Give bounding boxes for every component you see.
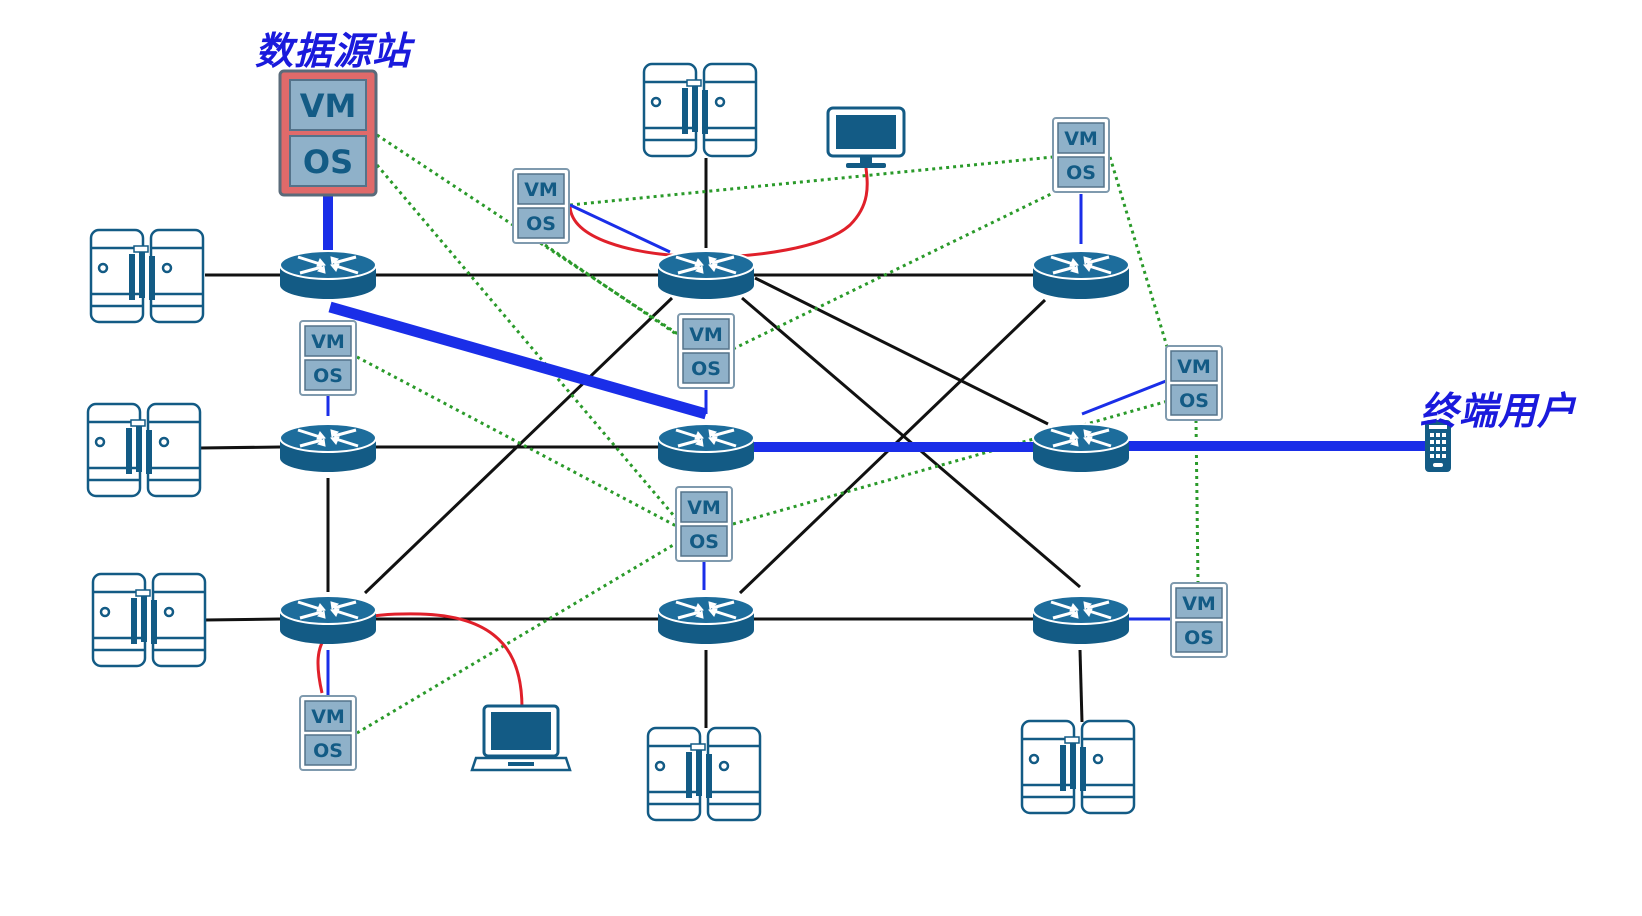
server-rack-icon [642, 62, 758, 158]
vm-text: VM [311, 706, 345, 728]
server-rack-icon [86, 402, 202, 498]
blue-links [323, 194, 1428, 696]
router-icon [656, 422, 756, 474]
vm-text: VM [687, 497, 721, 519]
vm-os-box: VM OS [1052, 117, 1110, 193]
os-text: OS [691, 358, 721, 380]
vm-os-box: VM OS [1165, 345, 1223, 421]
server-rack-icon [1020, 719, 1136, 815]
os-text: OS [1179, 390, 1209, 412]
vm-text: VM [1177, 356, 1211, 378]
router-icon [656, 249, 756, 301]
os-text: OS [689, 531, 719, 553]
os-text: OS [1184, 627, 1214, 649]
monitor-icon [826, 106, 906, 168]
red-links [316, 167, 869, 709]
router-icon [1031, 594, 1131, 646]
vm-text: VM [311, 331, 345, 353]
router-icon [1031, 249, 1131, 301]
vm-os-box: VM OS [677, 313, 735, 389]
os-text: OS [313, 740, 343, 762]
vm-os-box: VM OS [1170, 582, 1228, 658]
os-text: OS [526, 213, 556, 235]
server-rack-icon [91, 572, 207, 668]
source-station-label: 数据源站 [255, 28, 412, 73]
server-rack-icon [646, 726, 762, 822]
laptop-icon [470, 704, 572, 772]
vm-text: VM [524, 179, 558, 201]
vm-text: VM [300, 87, 357, 125]
os-text: OS [313, 365, 343, 387]
router-icon [278, 594, 378, 646]
router-icon [278, 422, 378, 474]
server-rack-icon [89, 228, 205, 324]
vm-text: VM [1182, 593, 1216, 615]
phone-icon [1425, 420, 1451, 472]
vm-os-box: VM OS [299, 320, 357, 396]
os-text: OS [1066, 162, 1096, 184]
os-text: OS [303, 143, 353, 181]
vm-os-box: VM OS [512, 168, 570, 244]
vm-text: VM [1064, 128, 1098, 150]
end-user-label: 终端用户 [1420, 388, 1577, 433]
vm-os-box: VM OS [675, 486, 733, 562]
vm-os-box: VM OS [299, 695, 357, 771]
router-icon [656, 594, 756, 646]
router-icon [278, 249, 378, 301]
source-vm-os-box: VM OS [278, 69, 378, 197]
router-icon [1031, 422, 1131, 474]
vm-text: VM [689, 324, 723, 346]
